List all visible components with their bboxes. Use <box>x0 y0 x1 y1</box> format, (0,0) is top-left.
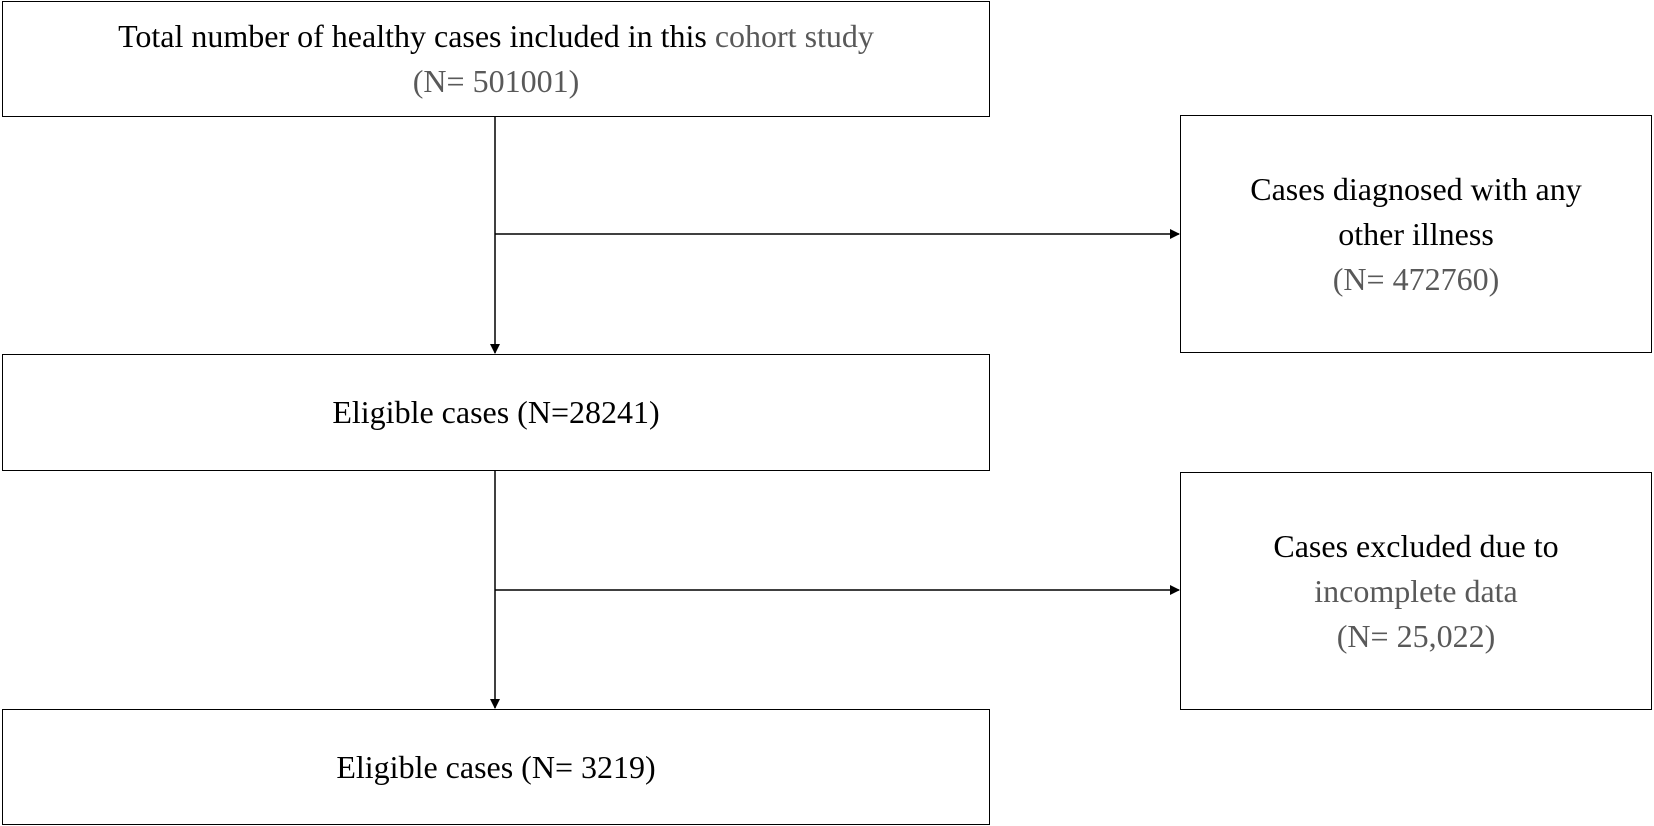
incomplete-data-title-line1: Cases excluded due to <box>1273 527 1559 564</box>
total-cases-title-text: Total number of healthy cases included i… <box>118 18 707 54</box>
eligible-cases-box-2: Eligible cases (N= 3219) <box>2 709 990 825</box>
incomplete-data-box: Cases excluded due to incomplete data (N… <box>1180 472 1652 710</box>
other-illness-count: (N= 472760) <box>1332 260 1500 297</box>
incomplete-data-title-line2: incomplete data <box>1314 572 1518 609</box>
eligible-cases-1-label: Eligible cases (N=28241) <box>332 394 660 430</box>
total-cases-box: Total number of healthy cases included i… <box>2 1 990 117</box>
total-cases-title: Total number of healthy cases included i… <box>118 14 874 59</box>
eligible-cases-box-1: Eligible cases (N=28241) <box>2 354 990 471</box>
total-cases-title-suffix: cohort study <box>714 18 874 54</box>
other-illness-title-line2: other illness <box>1338 215 1494 252</box>
other-illness-box: Cases diagnosed with any other illness (… <box>1180 115 1652 353</box>
incomplete-data-count: (N= 25,022) <box>1336 617 1496 654</box>
other-illness-title-line1: Cases diagnosed with any <box>1250 170 1582 207</box>
total-cases-count: (N= 501001) <box>412 63 580 99</box>
eligible-cases-2-label: Eligible cases (N= 3219) <box>336 748 656 785</box>
